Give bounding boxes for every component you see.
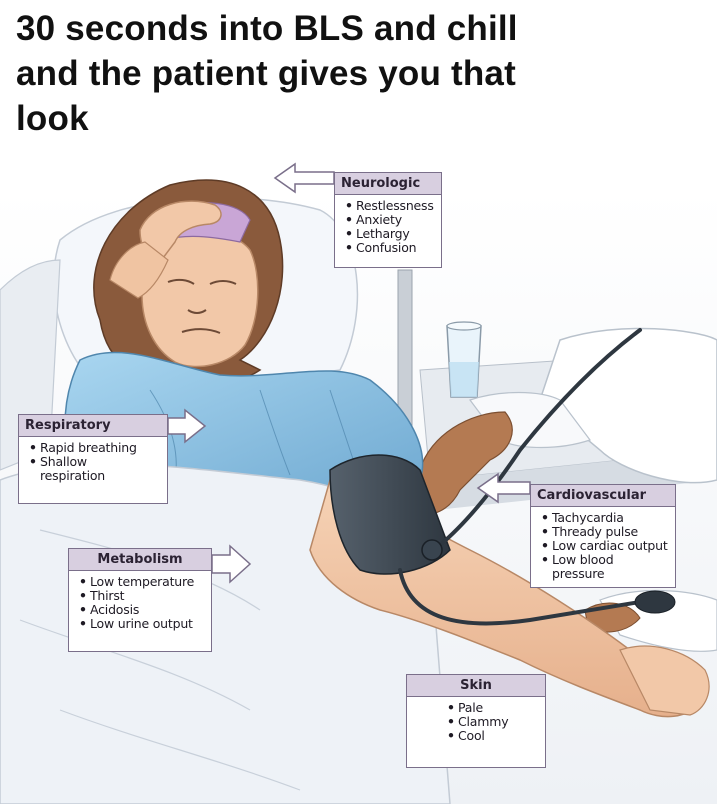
panel-skin-title: Skin (407, 675, 545, 697)
patient-raised-arm (109, 241, 169, 299)
list-item: Acidosis (79, 603, 205, 618)
panel-cardiovascular-title: Cardiovascular (531, 485, 675, 507)
list-item: Restlessness (345, 199, 435, 214)
list-item: Low blood pressure (541, 553, 669, 581)
panel-skin-list: Pale Clammy Cool (407, 697, 545, 747)
caption-line-2: and the patient gives you that (16, 54, 516, 93)
arrow-right-icon (167, 408, 207, 444)
bp-bulb (634, 590, 676, 614)
bp-cuff (329, 454, 451, 575)
list-item: Lethargy (345, 227, 435, 242)
panel-metabolism: Metabolism Low temperature Thirst Acidos… (68, 548, 212, 652)
panel-cardiovascular-list: Tachycardia Thready pulse Low cardiac ou… (531, 507, 675, 585)
list-item: Confusion (345, 241, 435, 256)
list-item: respiration (40, 468, 106, 483)
clinician (417, 327, 717, 652)
panel-neurologic: Neurologic Restlessness Anxiety Lethargy… (334, 172, 442, 268)
stethoscope-head (421, 539, 443, 561)
list-item: Clammy (447, 715, 539, 730)
list-item: Tachycardia (541, 511, 669, 526)
list-item: Low temperature (79, 575, 205, 590)
panel-neurologic-title: Neurologic (335, 173, 441, 195)
list-item: Thirst (79, 589, 205, 604)
arrow-left-icon (273, 162, 335, 194)
patient-expression (167, 278, 237, 334)
panel-metabolism-list: Low temperature Thirst Acidosis Low urin… (69, 571, 211, 635)
list-item: Thready pulse (541, 525, 669, 540)
caption-line-3: look (16, 99, 89, 138)
list-item: Low cardiac output (541, 539, 669, 554)
caption-line-1: 30 seconds into BLS and chill (16, 9, 518, 48)
panel-metabolism-title: Metabolism (69, 549, 211, 571)
illustration: Neurologic Restlessness Anxiety Lethargy… (0, 150, 717, 804)
panel-skin: Skin Pale Clammy Cool (406, 674, 546, 768)
water-glass (446, 321, 482, 398)
panel-respiratory-list: Rapid breathing Shallow respiration (19, 437, 167, 487)
bp-tubing (398, 328, 642, 626)
list-item: Pale (447, 701, 539, 716)
meme-caption: 30 seconds into BLS and chill and the pa… (16, 6, 706, 141)
list-item: Shallow (29, 455, 161, 470)
list-item: Low urine output (79, 617, 205, 632)
list-item: Cool (447, 729, 539, 744)
list-item: Anxiety (345, 213, 435, 228)
list-item: Rapid breathing (29, 441, 161, 456)
panel-respiratory-title: Respiratory (19, 415, 167, 437)
panel-cardiovascular: Cardiovascular Tachycardia Thready pulse… (530, 484, 676, 588)
arrow-right-icon (211, 544, 252, 584)
panel-respiratory: Respiratory Rapid breathing Shallow resp… (18, 414, 168, 504)
panel-neurologic-list: Restlessness Anxiety Lethargy Confusion (335, 195, 441, 259)
patient-open-hand (619, 645, 710, 716)
